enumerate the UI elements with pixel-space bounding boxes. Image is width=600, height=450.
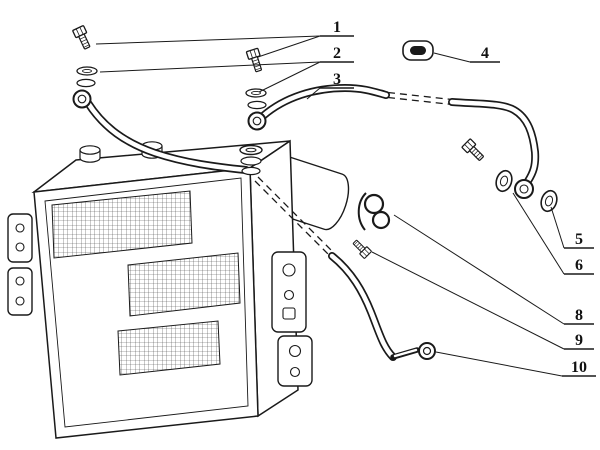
callout-1: 1 xyxy=(95,19,354,58)
core-mesh-sections xyxy=(51,190,241,376)
callouts: 1 2 3 4 5 6 8 xyxy=(95,19,596,377)
mesh-band-3 xyxy=(117,320,221,376)
callout-1-label: 1 xyxy=(333,19,341,36)
hose-clamp-4 xyxy=(402,40,434,61)
left-banjo-assembly xyxy=(72,66,98,109)
callout-8: 8 xyxy=(393,214,594,325)
radiator-top-union-stack xyxy=(239,144,263,176)
callout-2: 2 xyxy=(99,45,354,93)
radiator-front-frame xyxy=(44,177,249,428)
bolt-right xyxy=(461,138,487,164)
callout-4: 4 xyxy=(433,45,500,63)
left-mounting-brackets xyxy=(7,213,33,316)
mesh-band-2 xyxy=(127,252,241,317)
lower-return-hose xyxy=(328,252,436,361)
callout-10: 10 xyxy=(435,351,596,377)
upper-left-hose xyxy=(84,99,250,174)
washer-2a-lower xyxy=(76,78,96,88)
right-mounting-brackets xyxy=(271,251,313,387)
callout-9: 9 xyxy=(371,251,594,350)
right-banjo-assembly xyxy=(461,138,558,213)
bolt-1b xyxy=(245,47,266,74)
callout-9-label: 9 xyxy=(575,332,583,349)
center-banjo-assembly xyxy=(245,88,267,131)
callout-6: 6 xyxy=(512,192,594,275)
callout-4-label: 4 xyxy=(481,45,489,62)
callout-2-label: 2 xyxy=(333,45,341,62)
screw-9 xyxy=(350,237,373,260)
pipe-clamp-8 xyxy=(357,192,391,231)
mesh-band-1 xyxy=(51,190,193,259)
callout-3: 3 xyxy=(306,71,354,100)
hidden-hose-section xyxy=(254,176,335,258)
callout-3-label: 3 xyxy=(333,71,341,88)
callout-8-label: 8 xyxy=(575,307,583,324)
callout-10-label: 10 xyxy=(571,359,587,376)
washer-6 xyxy=(495,169,513,193)
washer-5 xyxy=(540,189,558,213)
oil-cooler-radiator xyxy=(31,139,299,439)
washer-2b-lower xyxy=(247,100,267,110)
bolt-1a xyxy=(71,24,94,52)
callout-5-label: 5 xyxy=(575,231,583,248)
callout-5: 5 xyxy=(550,206,594,249)
callout-6-label: 6 xyxy=(575,257,583,274)
